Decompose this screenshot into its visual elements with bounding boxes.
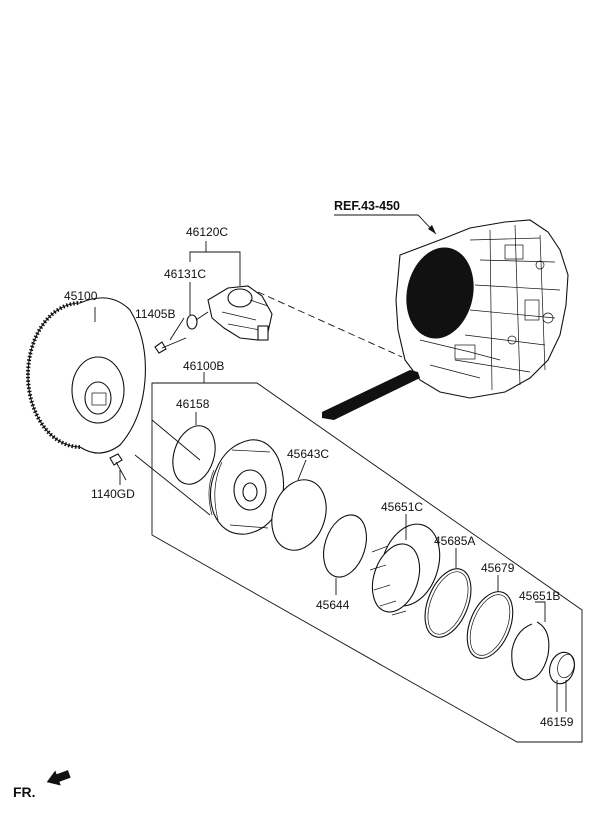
solenoid-valve-46120c	[195, 285, 273, 341]
label-45644: 45644	[316, 598, 350, 612]
label-46159: 46159	[540, 715, 574, 729]
label-11405b: 11405B	[135, 307, 175, 321]
ring-45643c	[271, 479, 327, 551]
label-46131c: 46131C	[164, 267, 206, 281]
bushing-46159	[549, 651, 575, 685]
sub-assembly-outline	[151, 382, 583, 743]
transmission-assembly	[322, 219, 569, 420]
ring-45685a	[424, 568, 472, 638]
o-ring-46131c	[186, 314, 198, 330]
ref-leader-line	[334, 214, 437, 235]
label-45651b: 45651B	[519, 589, 560, 603]
label-45100: 45100	[64, 289, 98, 303]
torque-converter	[26, 297, 146, 454]
snap-ring-45651b	[511, 621, 550, 681]
front-arrow-icon	[46, 770, 71, 786]
bolt-1140gd	[109, 453, 127, 481]
ring-45644	[323, 514, 367, 578]
label-46120c: 46120C	[186, 225, 228, 239]
label-45643c: 45643C	[287, 447, 329, 461]
leader-lines	[94, 241, 567, 712]
label-45679: 45679	[481, 561, 515, 575]
label-46100b: 46100B	[183, 359, 224, 373]
valve-guide-line	[257, 291, 403, 358]
ref-label: REF.43-450	[334, 199, 400, 213]
ring-45679	[466, 591, 514, 659]
ref-arrowhead	[428, 225, 436, 234]
label-45685a: 45685A	[434, 534, 475, 548]
oil-pump-body	[208, 439, 285, 535]
clutch-drum-45651c	[369, 523, 441, 616]
label-46158: 46158	[176, 397, 210, 411]
bolt-11405b	[154, 337, 187, 354]
direction-label: FR.	[13, 784, 36, 800]
label-1140gd: 1140GD	[91, 487, 135, 501]
label-45651c: 45651C	[381, 500, 423, 514]
